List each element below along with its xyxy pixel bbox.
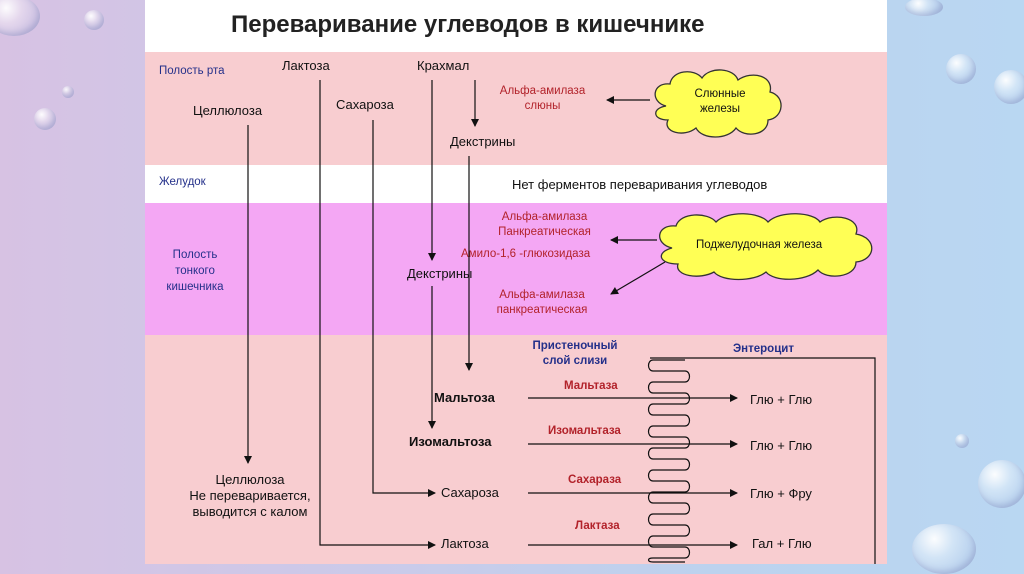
bubble-decoration — [62, 86, 74, 98]
enzyme-salivary-amylase-line1: Альфа-амилаза — [499, 85, 586, 97]
pancreas-cloud — [659, 213, 873, 281]
wall-band — [145, 335, 887, 564]
salivary-gland-cloud — [654, 69, 782, 138]
bubble-decoration — [912, 524, 976, 574]
enzyme-pancreatic-amylase-2: Альфа-амилаза панкреатическая — [472, 288, 612, 318]
page-title: Переваривание углеводов в кишечнике — [231, 11, 705, 38]
substrate-maltose: Мальтоза — [434, 390, 495, 405]
substrate-dextrins-intestine: Декстрины — [407, 266, 473, 281]
pancreas-label: Поджелудочная железа — [696, 239, 823, 251]
enzyme-isomaltase: Изомальтаза — [548, 425, 621, 437]
zone-label-mouth: Полость рта — [159, 65, 225, 77]
enzyme-pancreatic-amylase-line1: Альфа-амилаза — [501, 211, 588, 223]
bubble-decoration — [34, 108, 56, 130]
bubble-decoration — [978, 460, 1024, 508]
arrow-lactose-path — [319, 80, 436, 549]
bubble-decoration — [994, 70, 1024, 104]
mucus-layer-label-line2: слой слизи — [542, 355, 608, 367]
enzyme-pancreatic-amylase-2-line1: Альфа-амилаза — [499, 289, 585, 301]
zone-label-stomach: Желудок — [159, 176, 206, 188]
stomach-note: Нет ферментов переваривания углеводов — [512, 177, 768, 192]
mucus-layer-label-line1: Пристеночный — [532, 340, 618, 352]
enzyme-amylo-glucosidase: Амило-1,6 -глюкозидаза — [461, 248, 591, 260]
bubble-decoration — [84, 10, 104, 30]
salivary-gland-label: Слюнные железы — [694, 88, 746, 115]
enterocyte-box — [650, 357, 876, 564]
product-lactose: Гал + Глю — [752, 536, 812, 551]
enzyme-lactase: Лактаза — [575, 520, 620, 532]
enterocyte-label: Энтероцит — [733, 343, 794, 355]
substrate-sucrose: Сахароза — [336, 97, 394, 112]
substrate-cellulose: Целлюлоза — [193, 103, 263, 118]
stomach-band — [145, 165, 887, 203]
enzyme-salivary-amylase: Альфа-амилаза слюны — [485, 84, 600, 114]
enzyme-maltase: Мальтаза — [564, 380, 618, 392]
bubble-decoration — [0, 0, 40, 36]
cellulose-note-line1: Целлюлоза — [215, 472, 285, 487]
diagram-slide: Переваривание углеводов в кишечнике Поло… — [145, 0, 887, 564]
enzyme-pancreatic-amylase: Альфа-амилаза Панкреатическая — [467, 210, 622, 240]
bubble-decoration — [955, 434, 969, 448]
enzyme-pancreatic-amylase-2-line2: панкреатическая — [496, 304, 588, 316]
substrate-isomaltose: Изомальтоза — [409, 434, 492, 449]
arrow-pancreas-to-amylase2 — [610, 261, 666, 295]
mucus-layer-label: Пристеночный слой слизи — [520, 339, 630, 369]
enzyme-pancreatic-amylase-line2: Панкреатическая — [498, 226, 591, 238]
cellulose-note-line3: выводится с калом — [192, 504, 308, 519]
substrate-sucrose-final: Сахароза — [441, 485, 499, 500]
microvilli-wall — [647, 359, 691, 563]
arrow-sucrose-path — [372, 120, 436, 497]
substrate-lactose-final: Лактоза — [441, 536, 489, 551]
cellulose-note: Целлюлоза Не переваривается, выводится с… — [145, 472, 355, 520]
enzyme-salivary-amylase-line2: слюны — [524, 100, 561, 112]
substrate-starch: Крахмал — [417, 58, 470, 73]
bubble-decoration — [905, 0, 943, 16]
substrate-lactose: Лактоза — [282, 58, 330, 73]
bubble-decoration — [946, 54, 976, 84]
zone-label-small-intestine: Полость тонкого кишечника — [166, 249, 224, 293]
title-band — [145, 0, 887, 52]
product-maltose: Глю + Глю — [750, 392, 813, 407]
product-isomaltose: Глю + Глю — [750, 438, 813, 453]
flow-arrows — [244, 80, 876, 564]
enzyme-sucrase: Сахараза — [568, 474, 622, 486]
substrate-dextrins-mouth: Декстрины — [450, 134, 516, 149]
product-sucrose: Глю + Фру — [750, 486, 812, 501]
cellulose-note-line2: Не переваривается, — [189, 488, 311, 503]
